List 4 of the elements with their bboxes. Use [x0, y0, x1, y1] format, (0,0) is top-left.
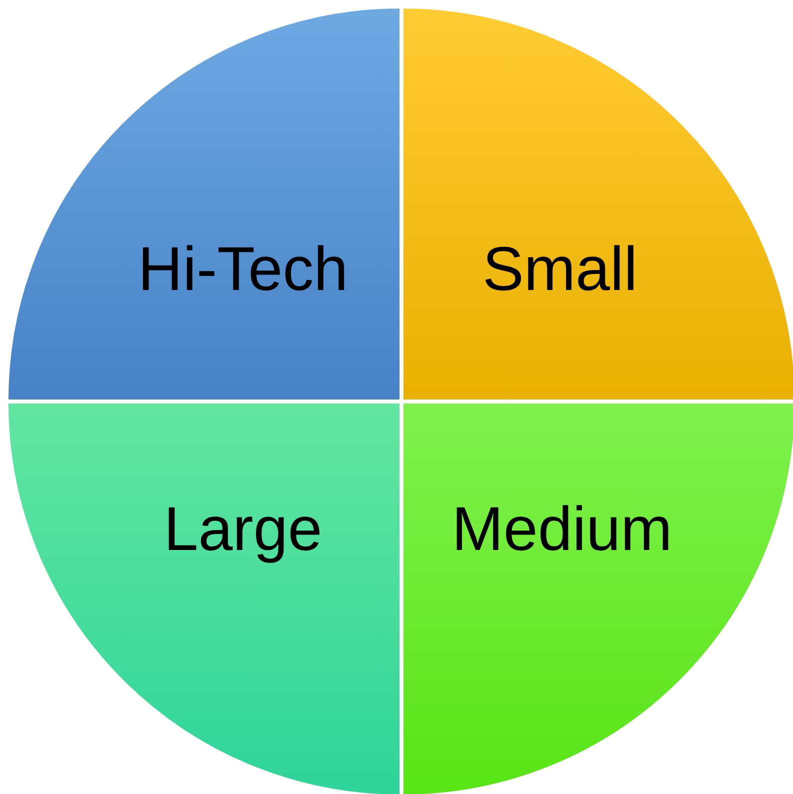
- segment-label: Hi-Tech: [138, 236, 348, 304]
- segment-label: Large: [164, 496, 322, 564]
- segment-label: Small: [482, 236, 638, 304]
- segment-label: Medium: [452, 496, 672, 564]
